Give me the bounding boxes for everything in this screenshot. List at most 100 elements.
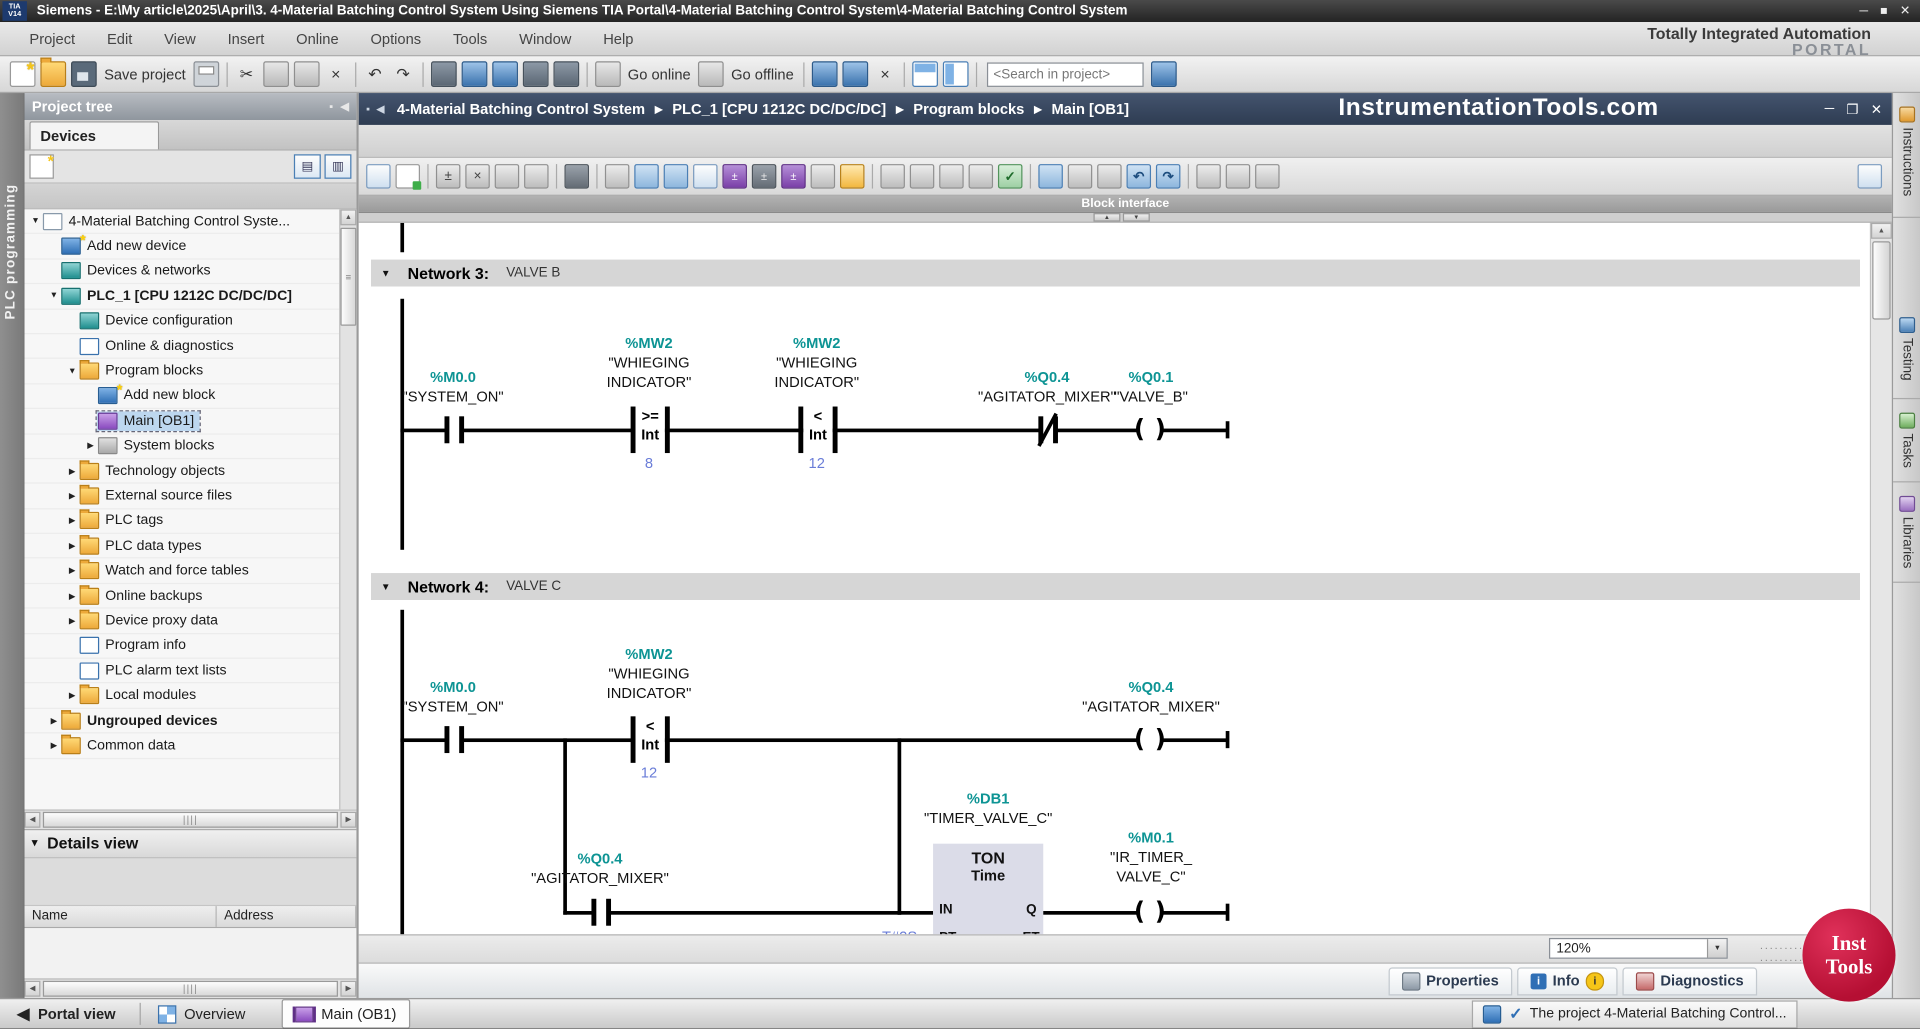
- tab-libraries[interactable]: Libraries: [1893, 490, 1920, 583]
- menu-window[interactable]: Window: [519, 30, 572, 48]
- tree-item-external-source-files[interactable]: ▶External source files: [24, 484, 340, 510]
- tree-item-program-blocks[interactable]: ▼Program blocks: [24, 359, 340, 385]
- upload-from-device-icon[interactable]: [491, 61, 518, 87]
- minimize-window-icon[interactable]: ─: [1859, 4, 1869, 18]
- tree-item-common-data[interactable]: ▶Common data: [24, 734, 340, 759]
- status-message[interactable]: ✓ The project 4-Material Batching Contro…: [1472, 999, 1798, 1028]
- go-to-icon[interactable]: [880, 164, 905, 189]
- no-contact[interactable]: [591, 898, 596, 926]
- tree-item-plc-1-cpu-1212c-dc-dc-dc[interactable]: ▼PLC_1 [CPU 1212C DC/DC/DC]: [24, 284, 340, 310]
- indent-icon[interactable]: [604, 164, 630, 189]
- tree-item-ungrouped-devices[interactable]: ▶Ungrouped devices: [24, 709, 340, 734]
- timer-db-address[interactable]: %DB1: [966, 789, 1010, 807]
- comment-toggle-icon[interactable]: [693, 164, 718, 189]
- tree-item-add-new-block[interactable]: *Add new block: [24, 381, 340, 410]
- splitter-down-icon[interactable]: ▼: [1122, 213, 1150, 222]
- overview-button[interactable]: Overview: [149, 1002, 256, 1025]
- tree-expand-icon[interactable]: ▶: [68, 567, 76, 576]
- operand-address[interactable]: %Q0.4: [1128, 678, 1174, 696]
- tree-item-program-info[interactable]: Program info: [24, 634, 340, 659]
- tree-item-online-diagnostics[interactable]: Online & diagnostics: [24, 334, 340, 360]
- zoom-dropdown-icon[interactable]: ▼: [1706, 939, 1727, 958]
- portal-view-button[interactable]: ◀ Portal view: [0, 1004, 133, 1024]
- timer-pin-q[interactable]: Q: [1026, 902, 1037, 918]
- close-window-icon[interactable]: ✕: [1899, 4, 1911, 18]
- insert-box-icon[interactable]: ±: [781, 164, 806, 189]
- compare-box[interactable]: [798, 406, 804, 454]
- tree-item-watch-and-force-tables[interactable]: ▶Watch and force tables: [24, 559, 340, 584]
- tree-expand-icon[interactable]: ▶: [68, 517, 76, 526]
- scrollbar-thumb[interactable]: [1872, 241, 1891, 320]
- tree-expand-icon[interactable]: ▶: [68, 592, 76, 601]
- main-ob1-taskbar-tab[interactable]: Main (OB1): [282, 999, 410, 1029]
- open-editor-icon[interactable]: [395, 164, 422, 190]
- output-coil[interactable]: ): [1154, 413, 1166, 444]
- network-view-icon[interactable]: [663, 164, 689, 189]
- cut-icon[interactable]: ✂: [239, 64, 254, 83]
- tree-expand-icon[interactable]: ▶: [68, 492, 76, 501]
- tree-item-main-ob1[interactable]: Main [OB1]: [24, 409, 340, 435]
- menu-tools[interactable]: Tools: [452, 30, 488, 48]
- menu-options[interactable]: Options: [370, 30, 422, 48]
- compile-icon[interactable]: [430, 61, 457, 87]
- redo-icon[interactable]: ↷: [396, 64, 410, 83]
- operand-name[interactable]: "AGITATOR_MIXER": [531, 869, 669, 887]
- tree-horizontal-scrollbar[interactable]: ◀ |||| ▶: [24, 809, 357, 829]
- scroll-left-icon[interactable]: ◀: [24, 980, 41, 997]
- undo-icon[interactable]: ↶: [368, 64, 382, 83]
- collapse-network-icon[interactable]: ▼: [380, 267, 391, 279]
- tree-expand-icon[interactable]: ▶: [68, 691, 76, 701]
- compare-icon[interactable]: [1225, 164, 1251, 189]
- scroll-left-icon[interactable]: ◀: [24, 811, 41, 828]
- no-contact[interactable]: [459, 726, 464, 754]
- operand-name[interactable]: "SYSTEM_ON": [402, 388, 504, 406]
- zoom-select[interactable]: 120% ▼: [1548, 937, 1728, 959]
- tab-tasks[interactable]: Tasks: [1893, 407, 1920, 483]
- compare-box[interactable]: [630, 406, 636, 454]
- output-coil[interactable]: ): [1154, 896, 1166, 926]
- start-cpu-icon[interactable]: [522, 61, 549, 87]
- delete-icon[interactable]: ×: [331, 64, 341, 84]
- compile-block-icon[interactable]: ✓: [997, 164, 1023, 189]
- breadcrumb-item[interactable]: Main [OB1]: [1051, 100, 1130, 118]
- column-address[interactable]: Address: [217, 905, 357, 927]
- operand-name[interactable]: "AGITATOR_MIXER": [1082, 697, 1220, 716]
- absolute-operands-icon[interactable]: [564, 164, 589, 189]
- operand-address[interactable]: %Q0.4: [1024, 368, 1070, 386]
- ton-timer-block[interactable]: TON Time: [933, 843, 1044, 935]
- menu-help[interactable]: Help: [603, 30, 634, 48]
- new-project-icon[interactable]: [9, 60, 36, 87]
- jump-icon[interactable]: [909, 164, 935, 189]
- delete-network-icon[interactable]: ×: [465, 164, 490, 189]
- menu-view[interactable]: View: [164, 30, 196, 48]
- timer-pt-value[interactable]: T#2S: [844, 928, 917, 934]
- monitor-on-icon[interactable]: [1038, 164, 1063, 189]
- cross-ref-icon[interactable]: [968, 164, 994, 189]
- insert-contact-icon[interactable]: ±: [722, 164, 747, 189]
- start-simulation-icon[interactable]: [842, 61, 869, 87]
- split-vertical-icon[interactable]: [943, 61, 969, 87]
- tree-expand-icon[interactable]: ▶: [87, 442, 94, 451]
- tree-item-plc-data-types[interactable]: ▶PLC data types: [24, 534, 340, 559]
- compare-box[interactable]: [664, 406, 670, 454]
- paste-icon[interactable]: [293, 61, 320, 87]
- tab-properties[interactable]: Properties: [1388, 966, 1513, 995]
- timer-et-value[interactable]: ...: [1059, 928, 1070, 934]
- cross-references-icon[interactable]: ×: [880, 64, 890, 84]
- tree-expand-icon[interactable]: ▶: [68, 617, 76, 626]
- tree-expand-icon[interactable]: ▶: [68, 467, 76, 476]
- scroll-right-icon[interactable]: ▶: [340, 811, 357, 828]
- compare-box[interactable]: [630, 716, 636, 763]
- tree-expand-icon[interactable]: ▶: [50, 716, 58, 726]
- timer-db-name[interactable]: "TIMER_VALVE_C": [924, 809, 1053, 827]
- table-view-icon[interactable]: [366, 164, 391, 189]
- snapshot-icon[interactable]: ↶: [1126, 164, 1152, 189]
- operand-address[interactable]: %M0.0: [430, 368, 476, 386]
- block-interface-bar[interactable]: Block interface: [358, 195, 1892, 214]
- menu-insert[interactable]: Insert: [227, 30, 265, 48]
- menu-edit[interactable]: Edit: [106, 30, 133, 48]
- scroll-up-icon[interactable]: ▲: [1871, 222, 1892, 239]
- table-view-icon[interactable]: ▤: [293, 154, 321, 179]
- compare-box[interactable]: [664, 716, 670, 763]
- network4-header[interactable]: ▼ Network 4: VALVE C: [371, 573, 1861, 601]
